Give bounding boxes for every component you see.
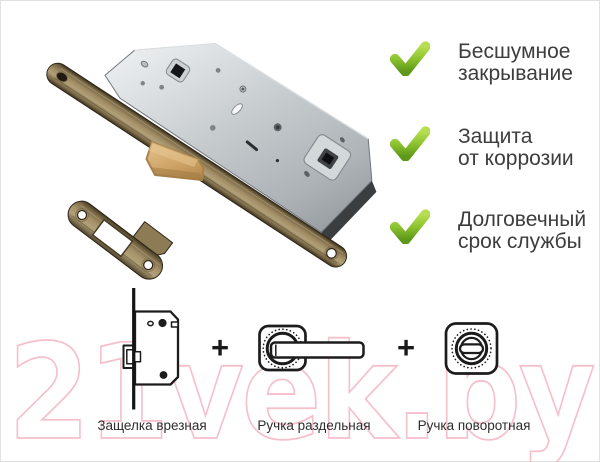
feature-line: срок службы: [458, 229, 582, 253]
mortise-lock-photo: [46, 42, 377, 280]
feature-item: Бесшумное закрывание: [390, 41, 573, 84]
plus-sign: +: [396, 330, 416, 365]
feature-line: Бесшумное: [458, 40, 571, 63]
feature-text: Бесшумное закрывание: [458, 41, 573, 84]
components-diagram: [122, 288, 499, 410]
feature-line: закрывание: [458, 61, 573, 85]
feature-line: от коррозии: [458, 146, 574, 170]
latch-bolt: [145, 141, 205, 181]
feature-text: Защита от коррозии: [458, 126, 574, 169]
turn-knob-diagram: [444, 322, 499, 375]
feature-text: Долговечный срок службы: [458, 209, 586, 252]
mortise-latch-diagram: [122, 288, 180, 410]
lever-handle-diagram: [258, 324, 365, 372]
component-label-lever-handle: Ручка раздельная: [257, 418, 371, 433]
feature-line: Долговечный: [458, 208, 587, 231]
feature-item: Защита от коррозии: [390, 126, 574, 169]
strike-plate: [67, 200, 174, 280]
feature-line: Защита: [458, 125, 533, 148]
component-label-turn-knob: Ручка поворотная: [417, 418, 531, 433]
checkmark-icon: [390, 41, 430, 76]
plus-sign: +: [210, 330, 230, 365]
component-label-latch: Защелка врезная: [97, 418, 207, 433]
feature-item: Долговечный срок службы: [390, 209, 586, 252]
checkmark-icon: [390, 126, 430, 161]
checkmark-icon: [390, 209, 430, 244]
lock-body: [104, 42, 377, 244]
